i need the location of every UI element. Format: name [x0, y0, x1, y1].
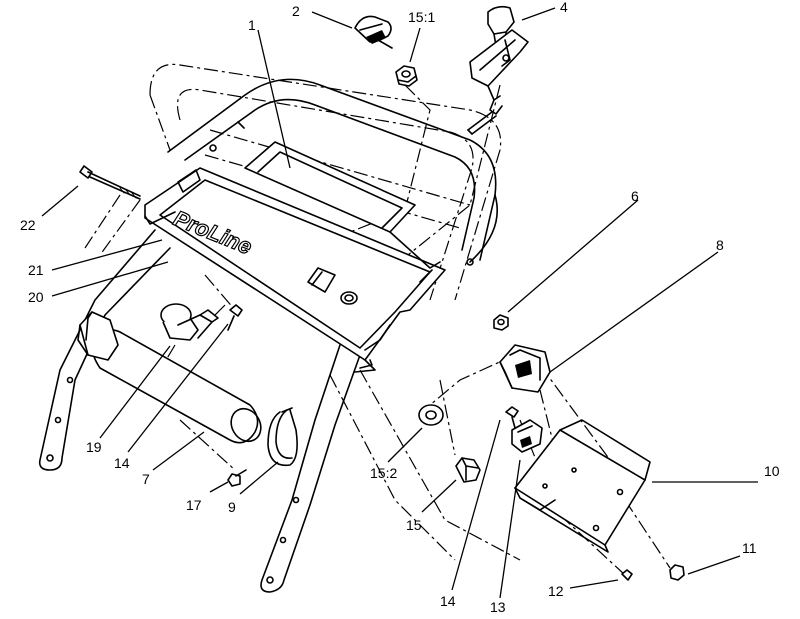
washer	[418, 404, 444, 426]
callout-15: 15	[406, 517, 422, 533]
hex-nut-upper	[395, 65, 418, 87]
control-panel: ProLine	[144, 141, 446, 369]
callout-2: 2	[292, 3, 300, 19]
callout-8: 8	[716, 237, 724, 253]
ignition-key	[354, 15, 393, 49]
callout-22: 22	[20, 217, 36, 233]
callout-15-2: 15:2	[370, 465, 397, 481]
callout-10: 10	[764, 463, 780, 479]
leader-lines	[41, 7, 758, 599]
callout-20: 20	[28, 289, 44, 305]
hour-meter	[160, 303, 219, 341]
cylinder-tube	[77, 311, 262, 444]
hex-nut-right	[493, 314, 509, 331]
callout-21: 21	[28, 262, 44, 278]
toggle-switch	[455, 457, 481, 483]
retaining-strap	[267, 407, 298, 467]
long-bolt	[79, 165, 141, 200]
callout-7: 7	[142, 471, 150, 487]
callout-14-left: 14	[114, 455, 130, 471]
hex-nut-bottom	[669, 564, 685, 581]
callout-19: 19	[86, 439, 102, 455]
callout-15-1: 15:1	[408, 9, 435, 25]
screw-left	[227, 304, 243, 331]
callout-9: 9	[228, 499, 236, 515]
callout-13: 13	[490, 599, 506, 615]
callout-labels: 1 2 15:1 4 6 8 22 21 20 19 14 7 17 9 15:…	[20, 0, 780, 615]
voltage-regulator	[499, 344, 551, 393]
callout-4: 4	[560, 0, 568, 15]
rectifier-block	[511, 419, 543, 453]
callout-1: 1	[248, 17, 256, 33]
screw-right	[505, 406, 519, 429]
callout-12: 12	[548, 583, 564, 599]
callout-11: 11	[742, 540, 757, 556]
callout-6: 6	[631, 188, 639, 204]
screw-bottom	[227, 469, 247, 487]
callout-17: 17	[186, 497, 202, 513]
callout-14-right: 14	[440, 593, 456, 609]
mounting-bracket	[514, 419, 651, 553]
handle-frame	[38, 78, 499, 593]
throttle-control	[467, 5, 529, 135]
small-screw	[621, 569, 633, 581]
